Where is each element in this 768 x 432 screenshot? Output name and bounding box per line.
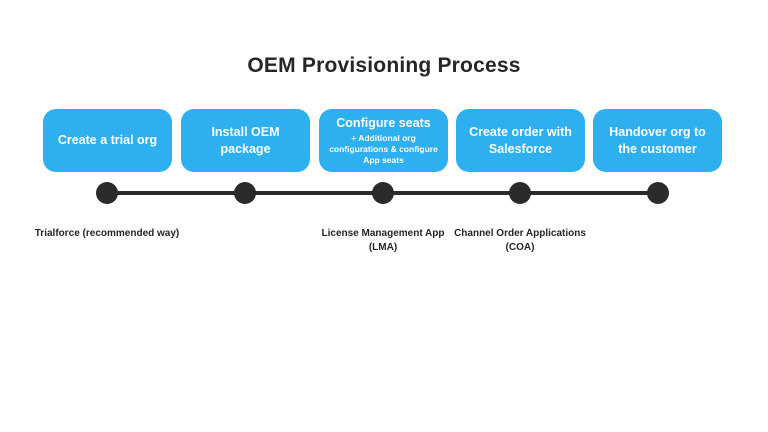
step-2-label: Install OEM package — [211, 124, 280, 156]
step-2-box: Install OEM package — [181, 109, 310, 172]
timeline-node-2 — [234, 182, 256, 204]
timeline-node-1 — [96, 182, 118, 204]
timeline-node-4 — [509, 182, 531, 204]
diagram-title: OEM Provisioning Process — [247, 54, 521, 77]
step-1-box: Create a trial org — [43, 109, 172, 172]
step-1-label: Create a trial org — [57, 133, 158, 147]
step-5-box: Handover org to the customer — [593, 109, 722, 172]
timeline-node-5 — [647, 182, 669, 204]
step-4-box: Create order with Salesforce — [456, 109, 585, 172]
step-4-label: Create order with Salesforce — [469, 124, 572, 156]
step-3-box: Configure seats + Additional org configu… — [319, 109, 448, 172]
timeline-node-3 — [372, 182, 394, 204]
tool-label-step-4: Channel Order Applications (COA) — [454, 228, 586, 253]
step-3-sublabel: + Additional org configurations & config… — [329, 133, 438, 165]
tool-label-step-3: License Management App (LMA) — [321, 228, 445, 253]
step-3-label: Configure seats — [336, 116, 431, 130]
step-5-label: Handover org to the customer — [609, 124, 706, 156]
tool-label-step-1: Trialforce (recommended way) — [34, 228, 180, 239]
